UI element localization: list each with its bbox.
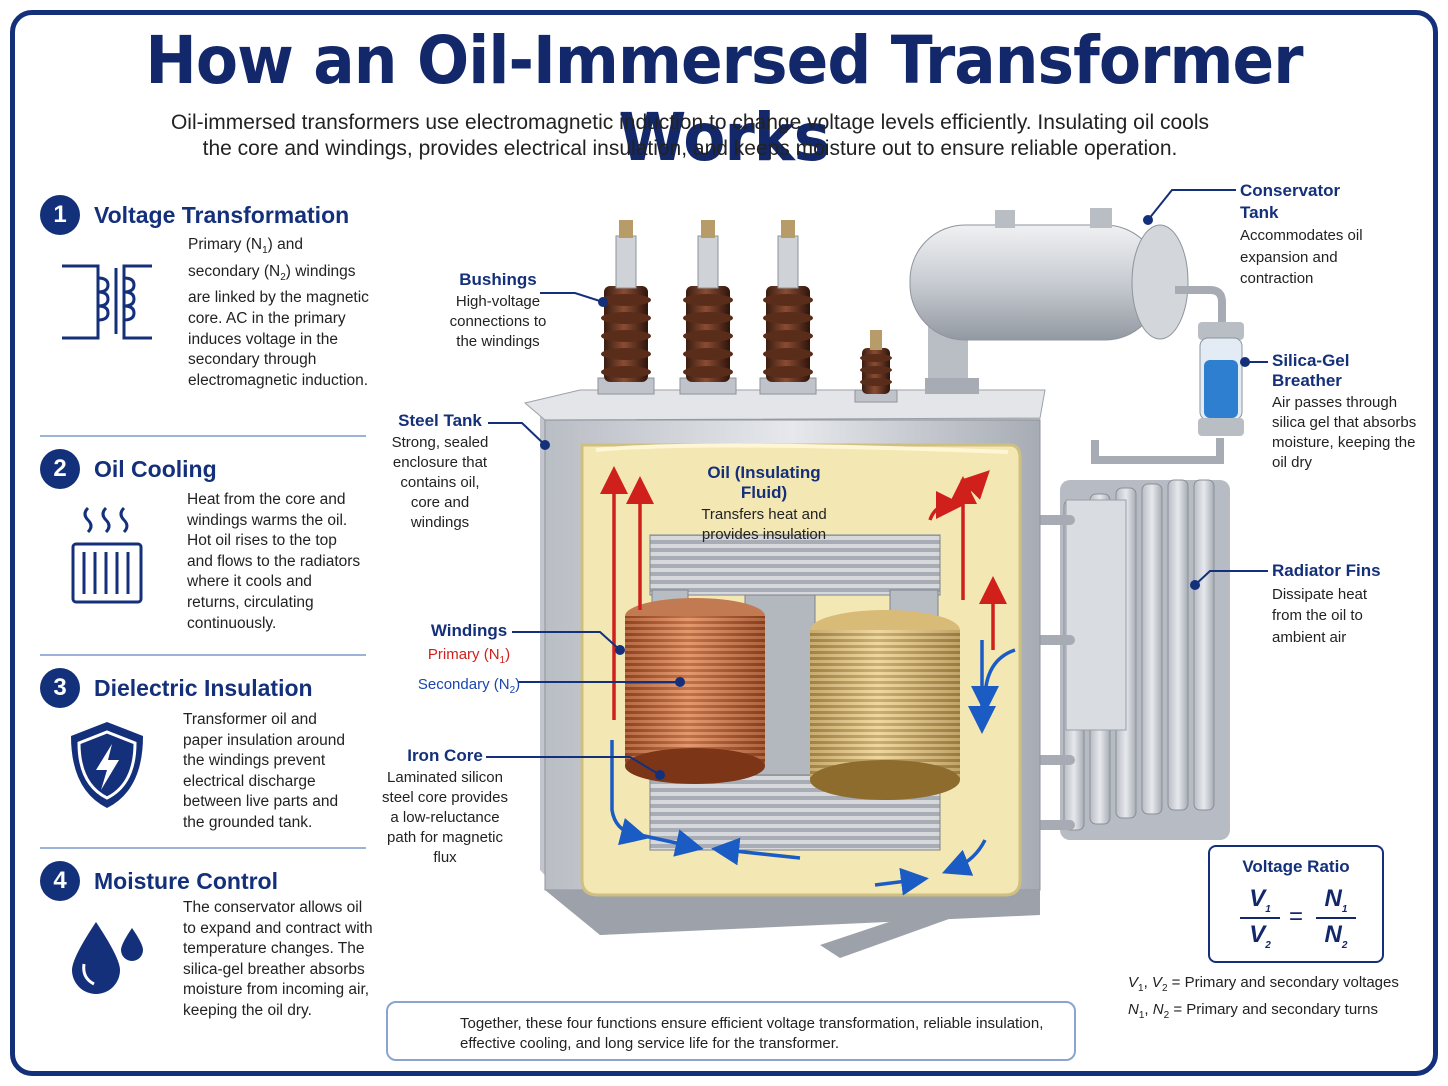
primary-winding bbox=[625, 598, 765, 784]
section-text: Transformer oil and paper insulation aro… bbox=[183, 711, 346, 831]
section-title: Oil Cooling bbox=[94, 455, 217, 482]
section-divider bbox=[40, 847, 366, 849]
section-divider bbox=[40, 654, 366, 656]
section-number: 1 bbox=[40, 195, 80, 235]
shield-lightning-icon bbox=[71, 722, 143, 808]
summary-text: Together, these four functions ensure ef… bbox=[460, 1015, 1044, 1052]
conservator-tank bbox=[909, 208, 1189, 394]
transformer-coil-icon bbox=[62, 264, 152, 340]
voltage-fraction: V1 V2 bbox=[1240, 885, 1280, 951]
voltage-ratio-title: Voltage Ratio bbox=[1242, 857, 1350, 876]
page-title: How an Oil-Immersed Transformer Works bbox=[145, 22, 1303, 176]
summary-box: Together, these four functions ensure ef… bbox=[386, 1001, 1076, 1061]
cool-oil-arrows bbox=[610, 640, 1016, 896]
hot-oil-arrows bbox=[600, 466, 1007, 720]
section-title: Moisture Control bbox=[94, 867, 278, 894]
radiator-heat-icon bbox=[71, 506, 143, 604]
section-number: 2 bbox=[40, 449, 80, 489]
secondary-label: Secondary (N2) bbox=[417, 676, 521, 696]
section-title: Dielectric Insulation bbox=[94, 674, 313, 701]
section-text: Primary (N1) and secondary (N2) windings… bbox=[188, 236, 369, 389]
water-drop-icon bbox=[72, 922, 143, 994]
leader-lines bbox=[486, 189, 1268, 780]
callout-oil: Oil (Insulating Fluid)Transfers heat and… bbox=[701, 463, 827, 543]
legend-turns: N1, N2 = Primary and secondary turns bbox=[1128, 1001, 1379, 1021]
voltage-ratio-box: Voltage Ratio V1 V2 = N1 N2 bbox=[1208, 845, 1384, 963]
section-number: 3 bbox=[40, 668, 80, 708]
section-title: Voltage Transformation bbox=[94, 201, 350, 228]
silica-gel-breather bbox=[1091, 286, 1244, 464]
page-frame bbox=[10, 10, 1438, 1076]
section-divider bbox=[40, 435, 366, 437]
turns-fraction: N1 N2 bbox=[1316, 885, 1356, 951]
legend-voltages: V1, V2 = Primary and secondary voltages bbox=[1128, 974, 1399, 994]
page-subtitle: Oil-immersed transformers use electromag… bbox=[170, 111, 1210, 160]
hv-bushings bbox=[597, 220, 898, 403]
primary-label: Primary (N1) bbox=[427, 646, 511, 666]
section-number: 4 bbox=[40, 861, 80, 901]
secondary-winding bbox=[810, 610, 960, 800]
section-text: Heat from the core and windings warms th… bbox=[187, 491, 361, 632]
radiator-fins bbox=[1025, 479, 1230, 840]
equals-sign: = bbox=[1289, 903, 1304, 930]
section-text: The conservator allows oil to expand and… bbox=[183, 899, 373, 1019]
callout-windings: Windings Primary (N1) Secondary (N2) bbox=[417, 621, 521, 696]
